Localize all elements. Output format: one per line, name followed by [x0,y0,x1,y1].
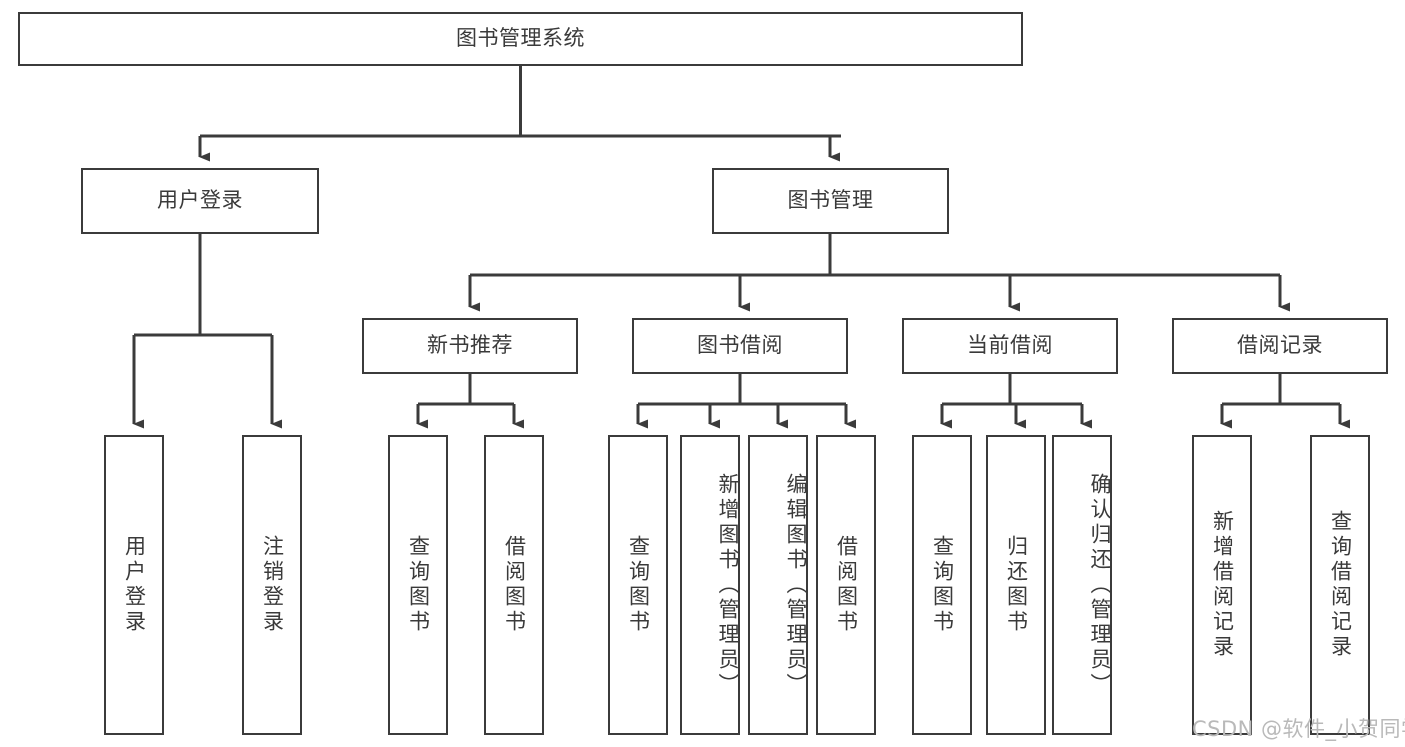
node-new-book-recommend[interactable]: 新书推荐 [362,318,578,374]
node-leaf-edit-book-label: 编辑图书（管理员） [784,472,808,698]
node-leaf-query-record[interactable]: 查询借阅记录 [1310,435,1370,735]
node-current-borrow-label: 当前借阅 [967,333,1053,358]
node-leaf-user-login-label: 用户登录 [122,535,147,635]
node-leaf-confirm-return-label: 确认归还（管理员） [1088,472,1112,698]
node-new-book-recommend-label: 新书推荐 [427,333,513,358]
node-leaf-query-book-1[interactable]: 查询图书 [388,435,448,735]
node-book-manage[interactable]: 图书管理 [712,168,949,234]
node-leaf-user-login[interactable]: 用户登录 [104,435,164,735]
node-leaf-borrow-book-1[interactable]: 借阅图书 [484,435,544,735]
node-leaf-logout[interactable]: 注销登录 [242,435,302,735]
csdn-watermark: CSDN @软件_小贺同学 [1192,717,1405,741]
node-leaf-logout-label: 注销登录 [260,535,285,635]
node-user-login-label: 用户登录 [157,188,243,213]
node-book-borrow-label: 图书借阅 [697,333,783,358]
node-leaf-query-book-2[interactable]: 查询图书 [608,435,668,735]
node-leaf-return-book[interactable]: 归还图书 [986,435,1046,735]
node-book-borrow[interactable]: 图书借阅 [632,318,848,374]
node-book-manage-label: 图书管理 [787,188,874,213]
node-leaf-query-book-2-label: 查询图书 [626,535,651,635]
node-leaf-edit-book[interactable]: 编辑图书（管理员） [748,435,808,735]
node-leaf-add-record[interactable]: 新增借阅记录 [1192,435,1252,735]
node-borrow-record-label: 借阅记录 [1237,333,1323,358]
node-leaf-borrow-book-2-label: 借阅图书 [834,535,859,635]
node-leaf-add-record-label: 新增借阅记录 [1210,510,1235,660]
node-leaf-borrow-book-2[interactable]: 借阅图书 [816,435,876,735]
node-user-login[interactable]: 用户登录 [81,168,319,234]
node-leaf-query-record-label: 查询借阅记录 [1328,510,1353,660]
node-root[interactable]: 图书管理系统 [18,12,1023,66]
node-leaf-add-book[interactable]: 新增图书（管理员） [680,435,740,735]
node-leaf-return-book-label: 归还图书 [1004,535,1029,635]
node-root-label: 图书管理系统 [456,26,585,51]
node-leaf-query-book-1-label: 查询图书 [406,535,431,635]
node-leaf-query-book-3[interactable]: 查询图书 [912,435,972,735]
node-leaf-add-book-label: 新增图书（管理员） [716,472,740,698]
node-leaf-borrow-book-1-label: 借阅图书 [502,535,527,635]
node-leaf-confirm-return[interactable]: 确认归还（管理员） [1052,435,1112,735]
node-current-borrow[interactable]: 当前借阅 [902,318,1118,374]
node-borrow-record[interactable]: 借阅记录 [1172,318,1388,374]
node-leaf-query-book-3-label: 查询图书 [930,535,955,635]
